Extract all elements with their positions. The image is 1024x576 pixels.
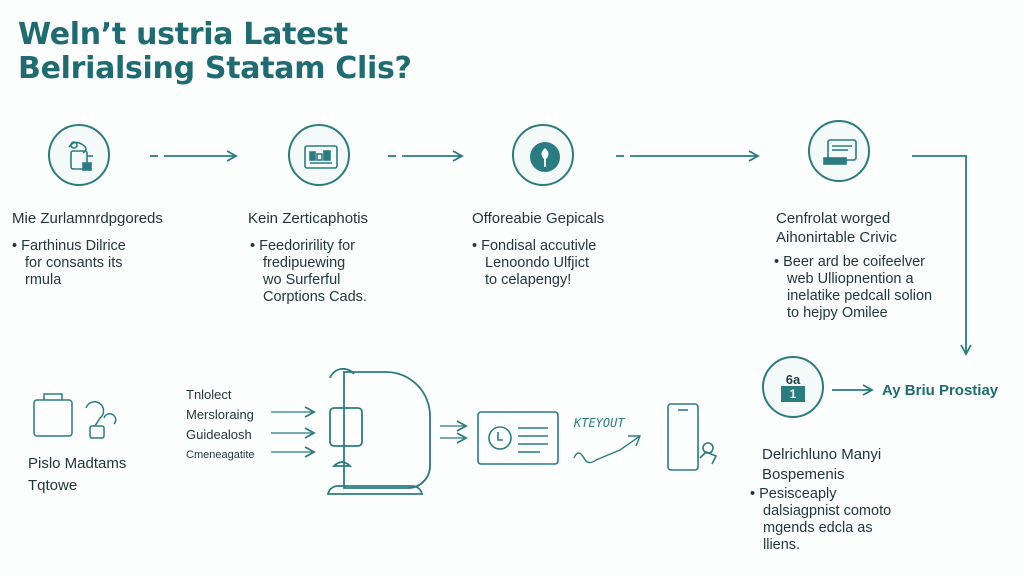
annotation-text: KTEYOUT: [574, 416, 625, 430]
step-3-icon: [512, 124, 574, 186]
badge-top: 6a: [785, 372, 801, 387]
phone-icon: [667, 403, 718, 471]
step-2-text: • Feedorirility for fredipuewing wo Surf…: [250, 238, 367, 305]
step-1-icon: [48, 124, 110, 186]
step-3-title: Offoreabie Gepicals: [472, 210, 605, 227]
step-1-text: • Farthinus Dilrice for consants its rmu…: [12, 238, 126, 288]
step-4-text: • Beer ard be coifeelver web Ulliopnenti…: [774, 254, 933, 321]
page-title: Weln’t ustria Latest Belrialsing Statam …: [18, 18, 412, 86]
step-4-subtitle: Aihonirtable Crivic: [776, 229, 897, 246]
annotation-arrow: [573, 435, 642, 464]
result-badge: 6a 1: [762, 356, 824, 418]
step-4-icon: [808, 120, 870, 182]
result-label: Ay Briu Prostiay: [882, 382, 999, 399]
input-labels: Tnlolect Mersloraing Guidealosh Cmeneaga…: [186, 387, 255, 461]
title-line-1: Weln’t ustria Latest: [18, 17, 348, 52]
step-2-title: Kein Zerticaphotis: [248, 210, 369, 227]
badge-bottom: 1: [781, 386, 805, 402]
card-icon: [477, 411, 559, 465]
step-1-title: Mie Zurlamnrdpgoreds: [12, 210, 163, 227]
step-4-title: Cenfrolat worged: [776, 210, 891, 227]
arrow-down: [912, 155, 972, 356]
bottom-left-subtitle: Tqtowe: [28, 477, 78, 494]
bottom-right-title: Delrichluno Manyi: [762, 446, 882, 463]
bottom-left-title: Pislo Madtams: [28, 455, 127, 472]
step-3-text: • Fondisal accutivle Lenoondo Ulfjict to…: [472, 238, 597, 288]
bottom-right-text: • Pesisceaply dalsiagpnist comoto mgends…: [750, 486, 892, 553]
bottom-right-subtitle: Bospemenis: [762, 466, 845, 483]
title-line-2: Belrialsing Statam Clis?: [18, 51, 412, 86]
processor-device-icon: [326, 368, 431, 495]
device-icon: [33, 393, 117, 439]
step-2-icon: [288, 124, 350, 186]
